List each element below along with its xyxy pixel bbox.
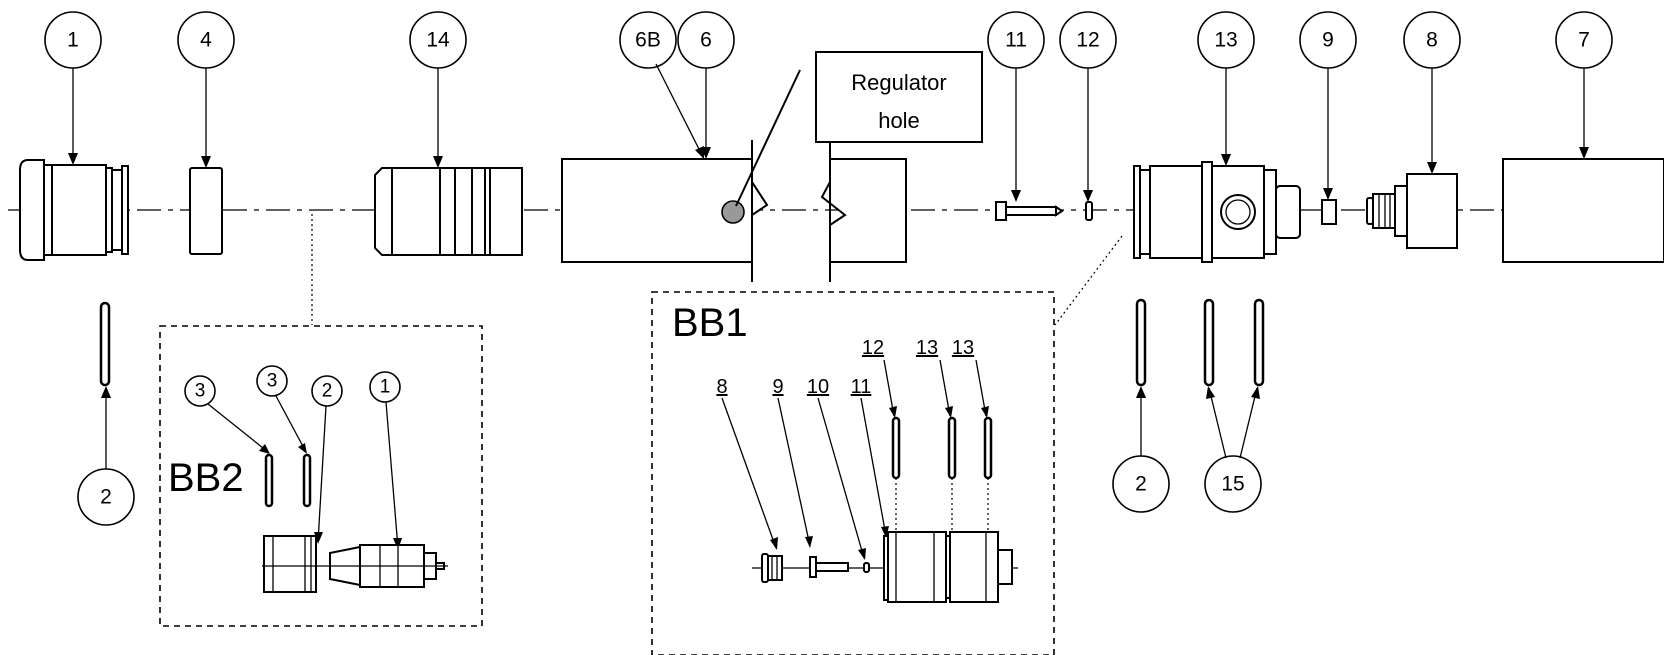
callout-4: 4 xyxy=(177,11,235,168)
callout-2-right: 2 xyxy=(1112,386,1170,513)
svg-text:1: 1 xyxy=(380,377,391,398)
part-12-clip xyxy=(1085,201,1093,221)
svg-text:hole: hole xyxy=(878,108,920,133)
callout-1: 1 xyxy=(44,11,102,165)
callout-13: 13 xyxy=(1197,11,1255,166)
detail-bb1: BB1 8 9 10 11 12 13 13 xyxy=(651,235,1123,655)
svg-text:13: 13 xyxy=(952,337,974,359)
svg-text:12: 12 xyxy=(862,337,884,359)
svg-text:14: 14 xyxy=(426,29,450,52)
part-11-pin xyxy=(995,201,1064,221)
svg-text:BB1: BB1 xyxy=(672,301,748,345)
svg-text:13: 13 xyxy=(916,337,938,359)
svg-text:3: 3 xyxy=(267,371,278,392)
part-6-tube xyxy=(561,140,907,282)
svg-text:10: 10 xyxy=(807,376,829,398)
svg-text:1: 1 xyxy=(67,29,79,52)
svg-text:11: 11 xyxy=(1005,29,1027,52)
callout-2-left: 2 xyxy=(77,386,135,526)
svg-text:3: 3 xyxy=(195,381,206,402)
callout-6b: 6B xyxy=(619,11,704,159)
svg-text:2: 2 xyxy=(1135,473,1147,496)
callout-11: 11 xyxy=(987,11,1045,202)
regulator-hole-marker xyxy=(721,200,745,224)
part-4-ring xyxy=(189,167,223,255)
svg-text:8: 8 xyxy=(1426,29,1438,52)
callout-8: 8 xyxy=(1403,11,1461,174)
o-ring-part-2-left xyxy=(99,301,111,387)
svg-text:6B: 6B xyxy=(635,29,661,52)
part-13-valve-body xyxy=(1133,161,1301,263)
svg-text:12: 12 xyxy=(1076,29,1099,52)
svg-text:4: 4 xyxy=(200,29,212,52)
svg-text:9: 9 xyxy=(772,376,783,398)
part-8-fitting xyxy=(1366,173,1458,249)
callout-12: 12 xyxy=(1059,11,1117,202)
svg-text:15: 15 xyxy=(1221,473,1244,496)
svg-text:6: 6 xyxy=(700,29,712,52)
part-7-housing xyxy=(1502,158,1664,263)
callout-15: 15 xyxy=(1204,386,1262,513)
svg-text:2: 2 xyxy=(100,486,112,509)
part-9-block xyxy=(1321,199,1337,225)
part-14-sleeve xyxy=(374,167,523,256)
o-ring-part-15-b xyxy=(1253,298,1265,387)
part-1-end-cap xyxy=(19,159,129,261)
callout-7: 7 xyxy=(1555,11,1613,159)
svg-text:11: 11 xyxy=(851,376,872,398)
svg-text:8: 8 xyxy=(716,376,727,398)
detail-bb2: BB2 3 3 2 1 xyxy=(159,214,483,627)
svg-text:13: 13 xyxy=(1214,29,1237,52)
callout-14: 14 xyxy=(409,11,467,168)
callout-9: 9 xyxy=(1299,11,1357,200)
svg-text:BB2: BB2 xyxy=(168,456,244,500)
o-ring-part-15-a xyxy=(1203,298,1215,387)
svg-text:Regulator: Regulator xyxy=(851,70,946,95)
regulator-hole-note: Regulator hole xyxy=(735,51,983,207)
o-ring-part-2-right xyxy=(1135,298,1147,387)
svg-text:9: 9 xyxy=(1322,29,1334,52)
svg-text:2: 2 xyxy=(322,381,333,402)
callout-6: 6 xyxy=(677,11,735,159)
svg-text:7: 7 xyxy=(1578,29,1590,52)
